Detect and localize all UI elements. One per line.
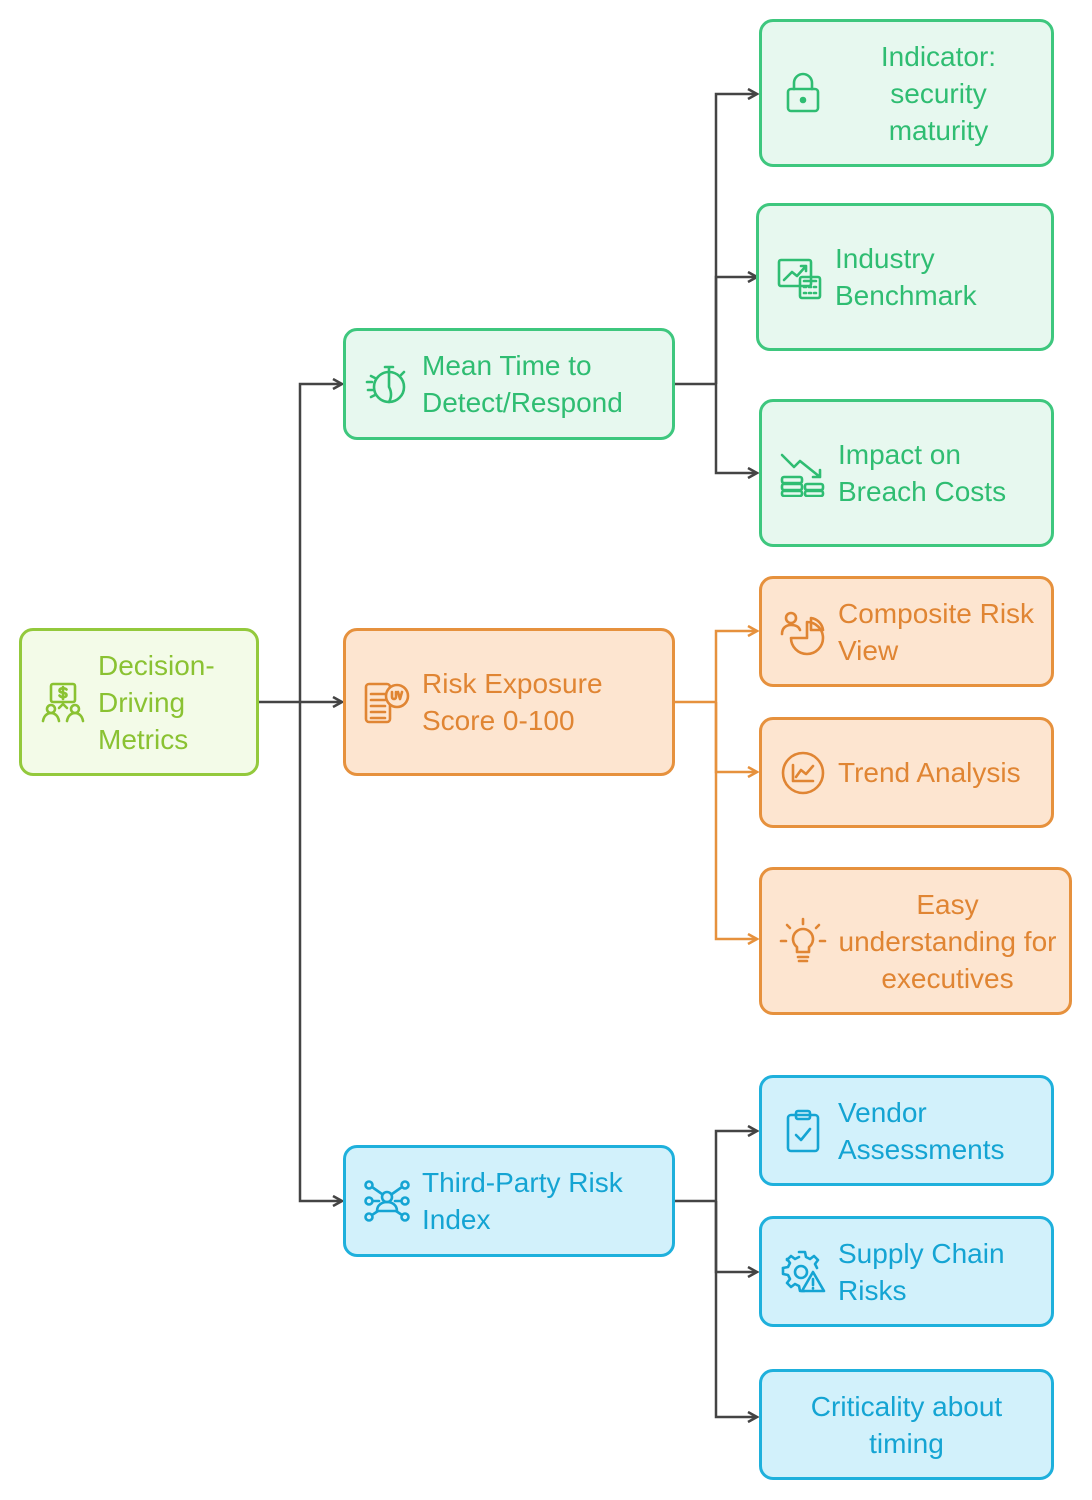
child-industry-benchmark[interactable]: Industry Benchmark	[756, 203, 1054, 351]
child-easy-understanding[interactable]: Easy understanding for executives	[759, 867, 1072, 1015]
branch-2-connector	[674, 1131, 757, 1417]
clipboard-check-icon	[778, 1106, 828, 1156]
child-label: Criticality about timing	[810, 1390, 1003, 1459]
child-vendor-assessments[interactable]: Vendor Assessments	[759, 1075, 1054, 1186]
child-label: Industry Benchmark	[835, 243, 977, 311]
declining-cost-icon	[778, 448, 828, 498]
root-label: Decision-Driving Metrics	[98, 649, 215, 755]
child-composite-risk[interactable]: Composite Risk View	[759, 576, 1054, 687]
child-label: Easy understanding for executives	[838, 888, 1057, 994]
child-security-maturity[interactable]: Indicator: security maturity	[759, 19, 1054, 167]
lock-icon	[778, 68, 828, 118]
child-label: Supply Chain Risks	[838, 1237, 1005, 1306]
root-connector	[258, 384, 342, 1201]
child-label: Composite Risk View	[838, 597, 1035, 666]
child-label: Trend Analysis	[838, 757, 1021, 788]
branch-third-party[interactable]: Third-Party Risk Index	[343, 1145, 675, 1257]
branch-label: Mean Time to Detect/Respond	[422, 350, 623, 418]
branch-mean-time[interactable]: Mean Time to Detect/Respond	[343, 328, 675, 440]
branch-label: Risk Exposure Score 0-100	[422, 668, 603, 736]
child-trend-analysis[interactable]: Trend Analysis	[759, 717, 1054, 828]
branch-0-connector	[674, 94, 757, 473]
child-breach-costs[interactable]: Impact on Breach Costs	[759, 399, 1054, 547]
branch-label: Third-Party Risk Index	[422, 1167, 623, 1235]
child-label: Impact on Breach Costs	[838, 439, 1007, 507]
people-pie-icon	[778, 607, 828, 657]
child-criticality-timing[interactable]: Criticality about timing	[759, 1369, 1054, 1480]
child-supply-chain[interactable]: Supply Chain Risks	[759, 1216, 1054, 1327]
branch-risk-exposure[interactable]: Risk Exposure Score 0-100	[343, 628, 675, 776]
network-people-icon	[362, 1176, 412, 1226]
chart-calculator-icon	[775, 252, 825, 302]
branch-1-connector	[674, 631, 757, 939]
lightbulb-icon	[778, 916, 828, 966]
money-people-icon	[38, 677, 88, 727]
trend-circle-icon	[778, 748, 828, 798]
child-label: Vendor Assessments	[838, 1096, 1005, 1165]
root-node[interactable]: Decision-Driving Metrics	[19, 628, 259, 776]
child-label: Indicator: security maturity	[880, 40, 997, 146]
score-gauge-icon	[362, 677, 412, 727]
gear-warning-icon	[778, 1247, 828, 1297]
stopwatch-icon	[362, 359, 412, 409]
